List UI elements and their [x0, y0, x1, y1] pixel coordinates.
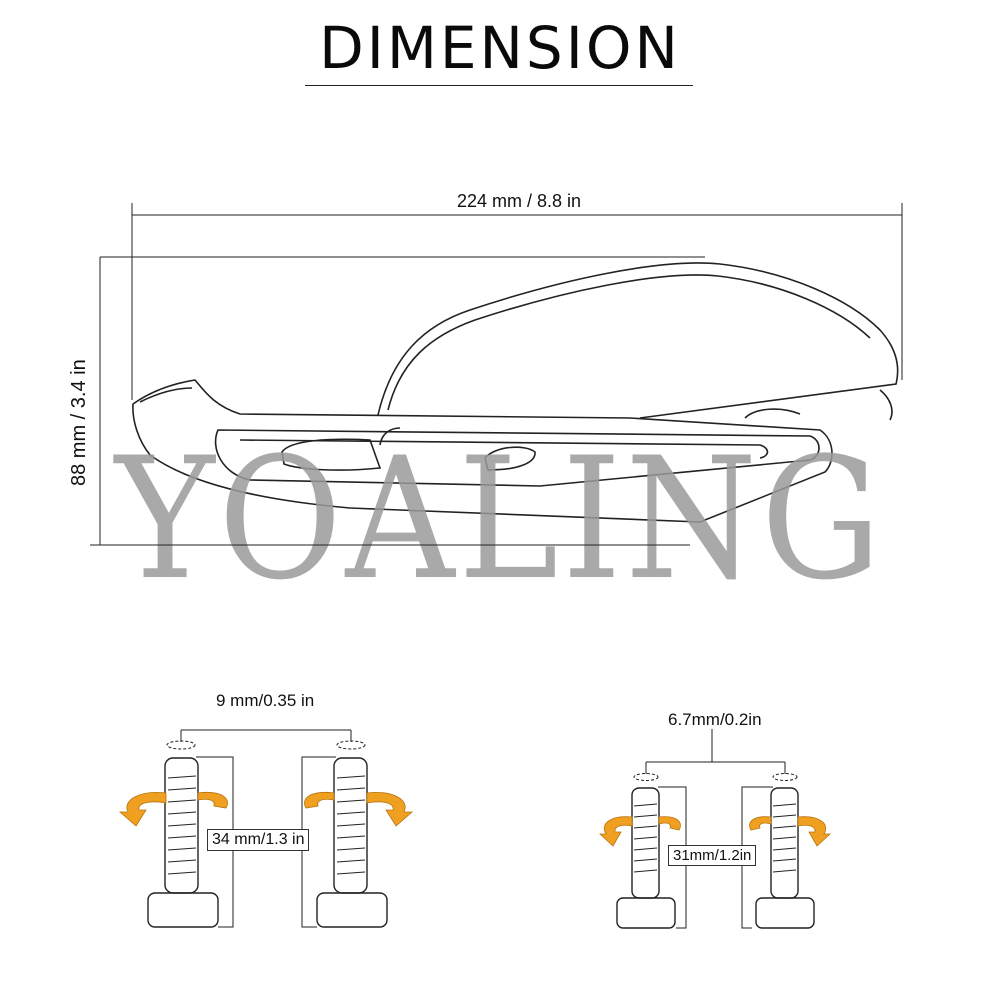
rotate-arrow-icon: [118, 791, 228, 827]
bolt-b-diameter-label: 6.7mm/0.2in: [668, 710, 762, 729]
rotate-arrow-icon: [304, 791, 414, 827]
dimension-lines: [90, 203, 903, 546]
bolt-a-diameter-label: 9 mm/0.35 in: [216, 691, 315, 710]
title-underline: [305, 85, 693, 86]
width-label: 224 mm / 8.8 in: [457, 191, 582, 211]
bolt-b-length-label: 31mm/1.2in: [668, 845, 757, 866]
rotate-arrow-icon: [749, 816, 832, 847]
height-label: 88 mm / 3.4 in: [68, 359, 90, 486]
rotate-arrow-icon: [598, 816, 681, 847]
bolt-set-b: [616, 729, 815, 929]
page-title: DIMENSION: [319, 14, 681, 82]
hand-guard: [132, 262, 899, 523]
bolt-a-length-label: 34 mm/1.3 in: [207, 829, 310, 851]
watermark-text: YOALING: [113, 421, 885, 617]
